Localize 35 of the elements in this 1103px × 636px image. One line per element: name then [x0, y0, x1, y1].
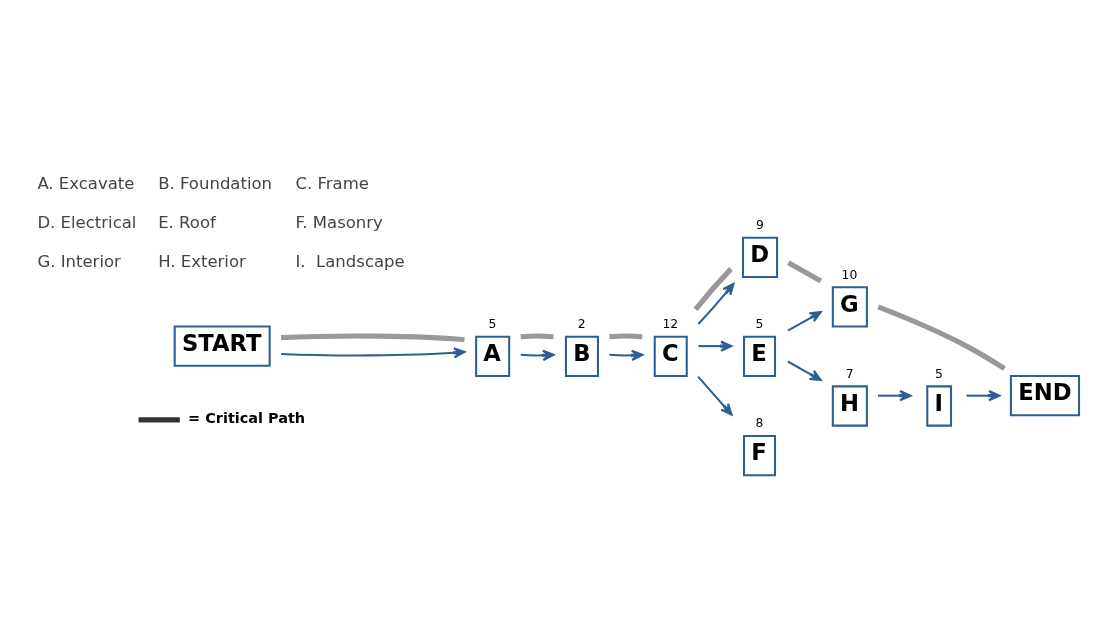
connector [877, 304, 1006, 371]
label: E. Roof [158, 212, 216, 232]
node-label: 9 [755, 217, 764, 232]
label: F. Masonry [295, 212, 383, 232]
connector [693, 266, 733, 311]
arrow [609, 349, 644, 361]
connector [520, 333, 554, 339]
connector [609, 333, 643, 339]
connector [787, 259, 822, 283]
node-label: 7 [845, 366, 854, 381]
label: A. Excavate [37, 173, 135, 193]
arrow [787, 360, 822, 381]
label: C. Frame [295, 173, 369, 193]
label: B. Foundation [158, 173, 273, 193]
arrow [966, 389, 1001, 401]
arrow [697, 375, 733, 416]
label: D. Electrical [37, 212, 137, 232]
arrow [697, 282, 735, 325]
node-label: 5 [488, 316, 497, 331]
arrow [698, 339, 733, 352]
label: I. Landscape [295, 251, 405, 271]
arrow [281, 346, 466, 358]
label: H. Exterior [158, 251, 246, 271]
arrow [787, 310, 822, 332]
connector [281, 332, 465, 342]
arrow [877, 389, 912, 401]
node-label: 12 [662, 316, 679, 331]
legend-label: = Critical Path [188, 409, 306, 426]
arrow [520, 349, 555, 361]
node-label: 10 [841, 267, 858, 282]
node-label: 5 [935, 366, 943, 381]
node-label: 8 [755, 415, 764, 430]
node-label: 2 [577, 316, 586, 331]
node-label: 5 [755, 316, 764, 331]
label: G. Interior [37, 251, 121, 271]
